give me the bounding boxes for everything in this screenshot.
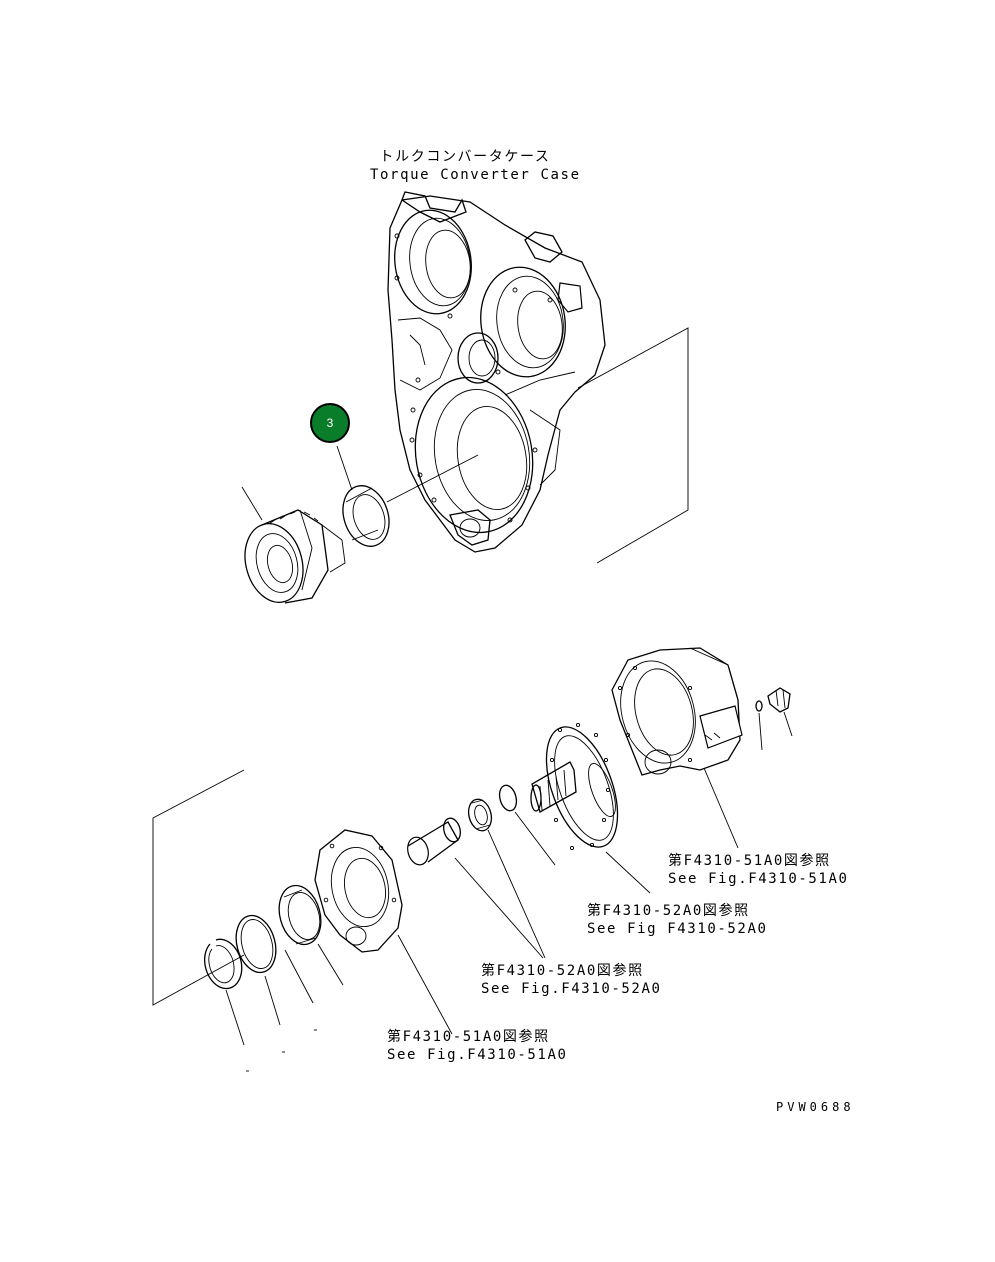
ref4-label-jp: 第F4310-51A0図参照 <box>387 1029 550 1045</box>
rear-housing-part <box>611 647 743 849</box>
ref1-label-en: See Fig.F4310-51A0 <box>668 871 849 887</box>
dash-marks <box>246 1029 317 1072</box>
assembly-box-left <box>152 769 245 1006</box>
retainer-cover-part <box>314 829 453 1035</box>
ref3-label-jp: 第F4310-52A0図参照 <box>481 963 644 979</box>
torque-converter-label-jp: トルクコンバータケース <box>379 149 551 165</box>
drawing-code: PVW0688 <box>776 1100 855 1114</box>
torque-converter-label-en: Torque Converter Case <box>370 167 581 183</box>
callout-3-badge[interactable]: 3 <box>310 403 350 443</box>
shaft-flange-part <box>530 722 651 894</box>
bearing-ring-part <box>336 445 479 547</box>
ref2-label-en: See Fig F4310-52A0 <box>587 921 768 937</box>
snap-ring-part <box>204 938 245 1046</box>
sleeve-part <box>407 817 544 959</box>
gear-part <box>241 486 346 604</box>
ref3-label-en: See Fig.F4310-52A0 <box>481 981 662 997</box>
ref2-label-jp: 第F4310-52A0図参照 <box>587 903 750 919</box>
fitting-part <box>755 687 793 751</box>
torque-converter-case <box>387 191 689 564</box>
o-ring-part <box>235 914 281 1026</box>
small-snap-ring-part <box>498 784 556 866</box>
seal-ring-part <box>278 884 344 1004</box>
ref4-label-en: See Fig.F4310-51A0 <box>387 1047 568 1063</box>
ref1-label-jp: 第F4310-51A0図参照 <box>668 853 831 869</box>
small-bearing-part <box>467 798 546 959</box>
